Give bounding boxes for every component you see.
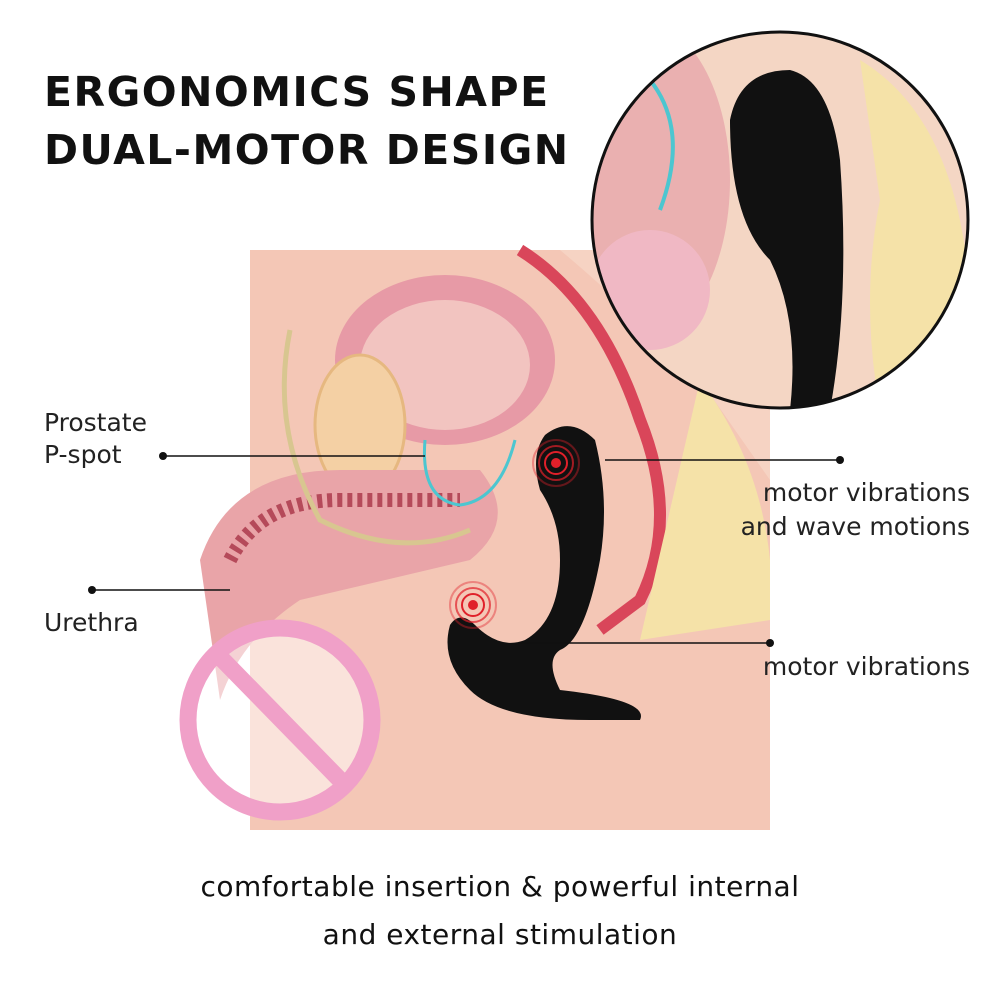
label-motor-wave-1: motor vibrations bbox=[762, 478, 970, 507]
label-motor-wave-2: and wave motions bbox=[740, 512, 970, 541]
heading-line-2: DUAL-MOTOR DESIGN bbox=[44, 126, 570, 174]
label-urethra: Urethra bbox=[44, 608, 139, 637]
no-sign-icon bbox=[179, 619, 381, 821]
device-silhouette bbox=[447, 426, 641, 720]
leader-lines bbox=[88, 452, 844, 647]
prostate-outline bbox=[422, 439, 517, 507]
label-motor: motor vibrations bbox=[762, 652, 970, 681]
label-prostate: Prostate bbox=[44, 408, 147, 437]
zoom-inset-circle bbox=[590, 30, 970, 410]
heading-line-1: ERGONOMICS SHAPE bbox=[44, 68, 550, 116]
vibration-indicator-upper bbox=[532, 439, 580, 487]
label-pspot: P-spot bbox=[44, 440, 122, 469]
vibration-indicator-lower bbox=[449, 581, 497, 629]
caption-line-1: comfortable insertion & powerful interna… bbox=[200, 870, 800, 903]
caption-line-2: and external stimulation bbox=[322, 918, 678, 951]
